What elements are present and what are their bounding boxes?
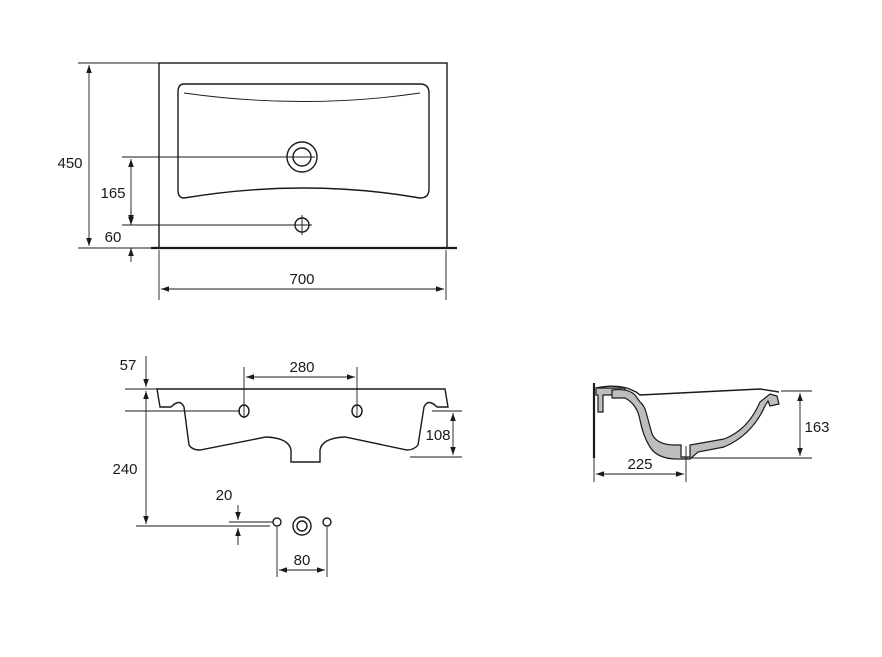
dim-label-240: 240 [112,461,137,478]
bottom-hole-left [272,517,282,527]
bottom-drain-inner [296,520,308,532]
front-view: 57 280 108 240 [112,356,462,527]
dim-label-450: 450 [57,155,82,172]
dim-label-700: 700 [289,271,314,288]
basin-outline-top [158,62,448,249]
section-outline [595,385,780,396]
dim-label-80: 80 [294,552,311,569]
bowl-outline-top [177,83,430,199]
dim-label-108: 108 [425,427,450,444]
dim-label-163: 163 [804,419,829,436]
dim-label-57: 57 [120,357,137,374]
dim-label-165: 165 [100,185,125,202]
dim-label-20: 20 [216,487,233,504]
basin-profile-front [156,388,449,463]
bottom-detail: 20 80 [216,487,332,577]
dim-label-60: 60 [105,229,122,246]
dim-label-225: 225 [627,456,652,473]
bottom-drain-outer [292,516,312,536]
bowl-inner-curve [183,92,421,102]
dim-label-280: 280 [289,359,314,376]
bottom-hole-right [322,517,332,527]
top-view: 450 165 60 700 [57,62,457,300]
section-view: 163 225 [592,383,830,482]
section-bowl-hatch [611,388,780,460]
